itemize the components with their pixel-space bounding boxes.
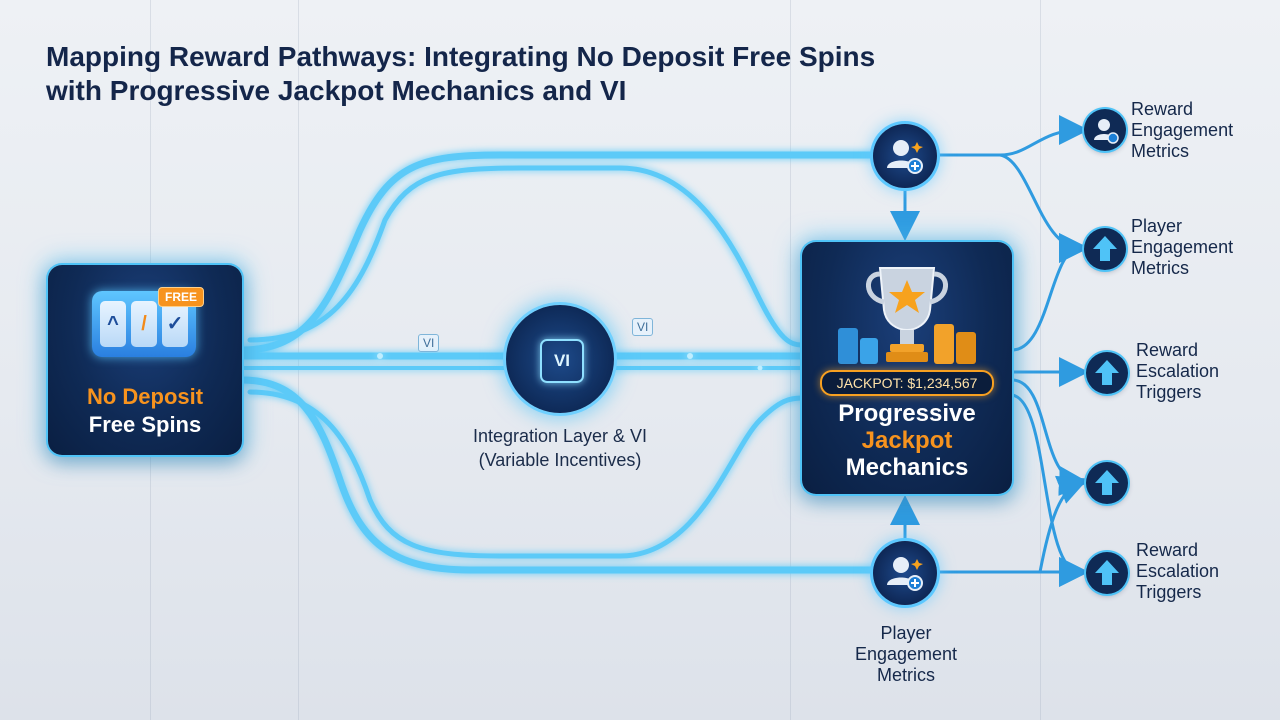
- output-label-line: Reward: [1136, 540, 1199, 560]
- output-label-line: Escalation: [1136, 361, 1220, 381]
- arrow-up-icon: [1095, 470, 1119, 495]
- trophy-icon: [838, 267, 976, 364]
- output-label-1: Reward Engagement Metrics: [1131, 99, 1233, 162]
- user-icon: [1094, 119, 1119, 144]
- integration-caption-line-2: (Variable Incentives): [478, 450, 642, 470]
- output-node-5[interactable]: [1086, 552, 1128, 594]
- output-node-4[interactable]: [1086, 462, 1128, 504]
- output-node-3[interactable]: [1086, 352, 1128, 394]
- arrow-up-icon: [1095, 360, 1119, 385]
- jackpot-title-line-3: Mechanics: [845, 454, 969, 481]
- title-line-2: with Progressive Jackpot Mechanics and V…: [46, 75, 627, 106]
- output-node-2[interactable]: [1084, 228, 1126, 270]
- user-add-icon: [887, 140, 923, 174]
- source-label-line-1: No Deposit: [86, 384, 204, 409]
- player-engagement-caption: Player Engagement Metrics: [820, 623, 992, 686]
- jackpot-title-line-1: Progressive: [838, 400, 976, 427]
- no-deposit-free-spins-card[interactable]: ^ / ✓ FREE No Deposit Free Spins: [48, 265, 242, 455]
- title-line-1: Mapping Reward Pathways: Integrating No …: [46, 41, 876, 72]
- output-label-line: Triggers: [1136, 382, 1202, 402]
- integration-layer-node[interactable]: VI: [506, 305, 614, 413]
- integration-caption: Integration Layer & VI (Variable Incenti…: [440, 424, 680, 472]
- free-badge: FREE: [158, 287, 205, 307]
- output-label-line: Player: [1131, 216, 1183, 236]
- grid-line: [298, 0, 299, 720]
- grid-line: [1040, 0, 1041, 720]
- output-label-2: Player Engagement Metrics: [1131, 216, 1233, 279]
- slot-reel: /: [131, 301, 157, 347]
- player-caption-line-2: Engagement: [854, 644, 958, 664]
- output-node-1[interactable]: [1084, 109, 1126, 151]
- source-label-line-2: Free Spins: [88, 412, 202, 437]
- arrow-up-icon: [1093, 236, 1117, 261]
- integration-caption-line-1: Integration Layer & VI: [472, 426, 648, 446]
- output-label-line: Engagement: [1131, 120, 1234, 140]
- output-label-5: Reward Escalation Triggers: [1136, 540, 1219, 603]
- player-node-top[interactable]: [873, 124, 937, 188]
- connector-arrows: [890, 115, 1089, 587]
- source-label: No Deposit Free Spins: [48, 383, 242, 439]
- output-label-line: Triggers: [1136, 582, 1202, 602]
- slot-reel: ✓: [162, 301, 188, 347]
- progressive-jackpot-card[interactable]: JACKPOT: $1,234,567 Progressive Jackpot …: [802, 242, 1012, 494]
- vi-tag: VI: [418, 334, 440, 352]
- jackpot-title: Progressive Jackpot Mechanics: [802, 400, 1012, 481]
- output-label-line: Metrics: [1131, 258, 1189, 278]
- vi-tag: VI: [632, 318, 654, 336]
- user-add-icon: [887, 557, 923, 591]
- output-label-line: Metrics: [1131, 141, 1189, 161]
- player-node-bottom[interactable]: [873, 541, 937, 605]
- page-title: Mapping Reward Pathways: Integrating No …: [46, 40, 875, 108]
- output-label-line: Reward: [1136, 340, 1199, 360]
- player-caption-line-3: Metrics: [877, 665, 935, 685]
- player-caption-line-1: Player: [880, 623, 932, 643]
- output-label-line: Reward: [1131, 99, 1194, 119]
- output-label-3: Reward Escalation Triggers: [1136, 340, 1219, 403]
- output-label-line: Engagement: [1131, 237, 1234, 257]
- glow-sparks: [377, 353, 763, 371]
- output-label-line: Escalation: [1136, 561, 1220, 581]
- grid-line: [790, 0, 791, 720]
- coin-stacks: [838, 324, 976, 364]
- slot-reel: ^: [100, 301, 126, 347]
- vi-chip-icon: VI: [540, 339, 584, 383]
- arrow-up-icon: [1095, 560, 1119, 585]
- jackpot-title-line-2: Jackpot: [861, 427, 953, 454]
- jackpot-amount-badge: JACKPOT: $1,234,567: [820, 370, 994, 396]
